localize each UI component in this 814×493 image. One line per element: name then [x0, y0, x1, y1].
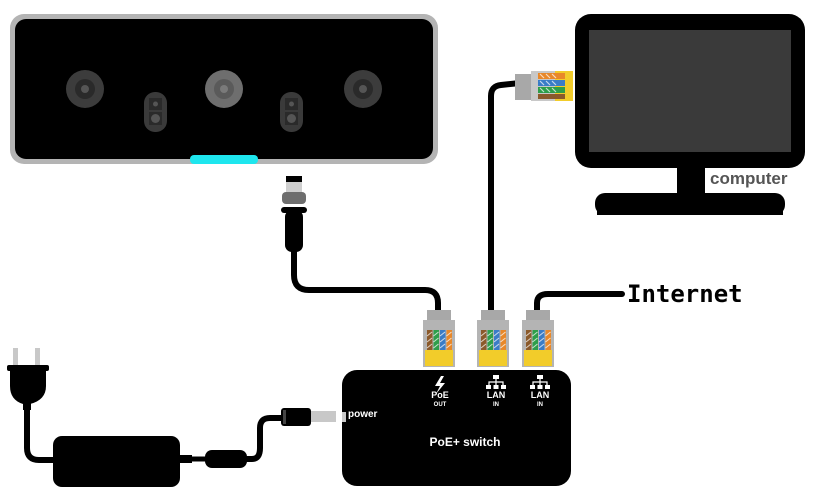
port-label: LAN [530, 390, 550, 400]
dc-barrel-plug [281, 408, 311, 426]
computer-cable [488, 80, 523, 315]
computer-label: computer [710, 169, 788, 188]
camera-sensor-left [144, 92, 167, 132]
port-sublabel: IN [493, 402, 499, 408]
plug-prong-right [35, 348, 40, 366]
port-lan-in-2: LAN IN [520, 390, 560, 409]
rj45-connector-computer [515, 71, 573, 101]
camera-status-led [190, 155, 258, 164]
computer-monitor [575, 14, 805, 215]
plug-prong-left [13, 348, 18, 366]
rj45-connector-lan-in-1 [477, 310, 509, 367]
internet-label: Internet [627, 280, 743, 308]
port-sublabel: IN [537, 402, 543, 408]
port-label: LAN [486, 390, 506, 400]
port-sublabel: OUT [433, 402, 447, 408]
adapter-brick [53, 436, 180, 487]
camera-sensor-right [280, 92, 303, 132]
camera-lens-left [66, 70, 104, 108]
rj45-connector-poe-out [423, 310, 455, 367]
network-icon [530, 375, 550, 389]
ferrite-bead [205, 450, 247, 468]
poe-switch [342, 370, 571, 486]
camera-cable [281, 176, 441, 315]
camera-lens-center [205, 70, 243, 108]
port-lan-in-1: LAN IN [476, 390, 516, 409]
power-label: power [348, 409, 378, 420]
network-icon [486, 375, 506, 389]
port-label: PoE [431, 390, 449, 400]
internet-cable [534, 291, 625, 315]
power-adapter [7, 348, 336, 487]
camera-lens-right [344, 70, 382, 108]
lightning-icon [435, 376, 445, 394]
port-poe-out: PoE OUT [420, 390, 460, 409]
rj45-connector-lan-in-2 [522, 310, 554, 367]
depth-camera [10, 14, 438, 164]
switch-label: PoE+ switch [429, 435, 501, 449]
